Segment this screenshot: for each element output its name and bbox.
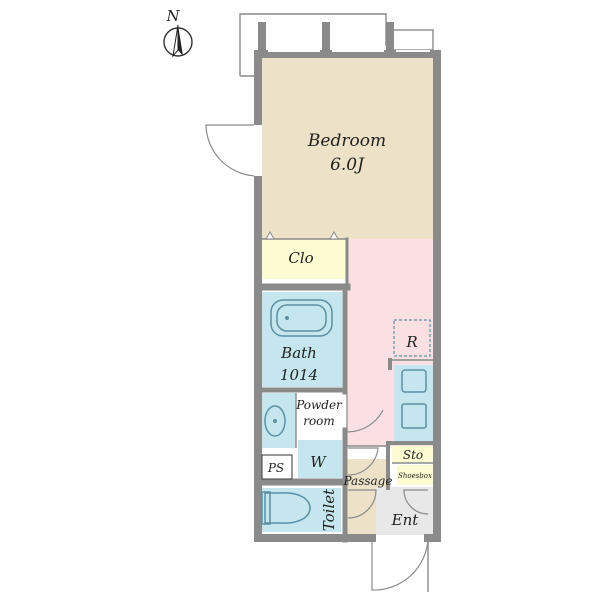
fixtures [261,299,431,525]
toilet-door [347,489,377,519]
bath-area [261,292,342,387]
kitchen-counter [394,365,434,441]
closet-hinge-right [329,230,339,240]
passage-label: Passage [343,474,393,488]
walls [254,22,441,542]
compass-needle-right [178,25,183,56]
shoebox-area [397,465,434,485]
toilet-tank [261,491,271,525]
closet-hinge-left [265,230,275,240]
bathtub-inner [276,304,327,332]
bedroom-size: 6.0J [330,155,365,175]
refrigerator-label: R [405,333,417,351]
entrance-label: Ent [391,511,420,529]
doors [205,124,429,592]
storage-label: Sto [403,448,423,462]
powder-room-line1: Powder [295,398,343,412]
powder-room-line2: room [303,414,335,428]
bedroom-side-door [205,124,259,177]
labels: Bedroom 6.0J Clo Bath 1014 Powder room W… [267,131,432,531]
shoebox-label: Shoesbox [398,472,432,480]
entrance-door [371,537,429,591]
toilet-bowl [264,492,311,524]
washbasin [264,405,286,437]
compass-needle-left [172,24,179,58]
closet-area [261,239,347,279]
compass-label: N [165,7,180,25]
storage-area [392,446,434,462]
powder-door [346,392,384,433]
refrigerator-outline [393,319,431,357]
sink-area [261,393,296,448]
bedroom-name: Bedroom [307,131,386,151]
bedroom-area [261,58,434,239]
sink-basin [401,369,427,393]
shoebox-door [403,489,429,515]
bathtub-outer [270,299,333,337]
bath-name: Bath [280,344,317,362]
passage-door [347,447,379,476]
compass: N [163,7,193,58]
bath-size: 1014 [280,366,318,384]
washer-area [298,440,342,478]
washer-label: W [310,453,327,471]
balcony-outdoor-unit [390,29,434,51]
washbasin-drain [273,419,277,423]
bathtub-drain [285,316,289,320]
pipe-space-label: PS [267,461,284,475]
stove [401,403,427,429]
pipe-space-box [261,454,293,480]
toilet-label: Toilet [320,488,338,531]
closet-label: Clo [288,249,313,267]
